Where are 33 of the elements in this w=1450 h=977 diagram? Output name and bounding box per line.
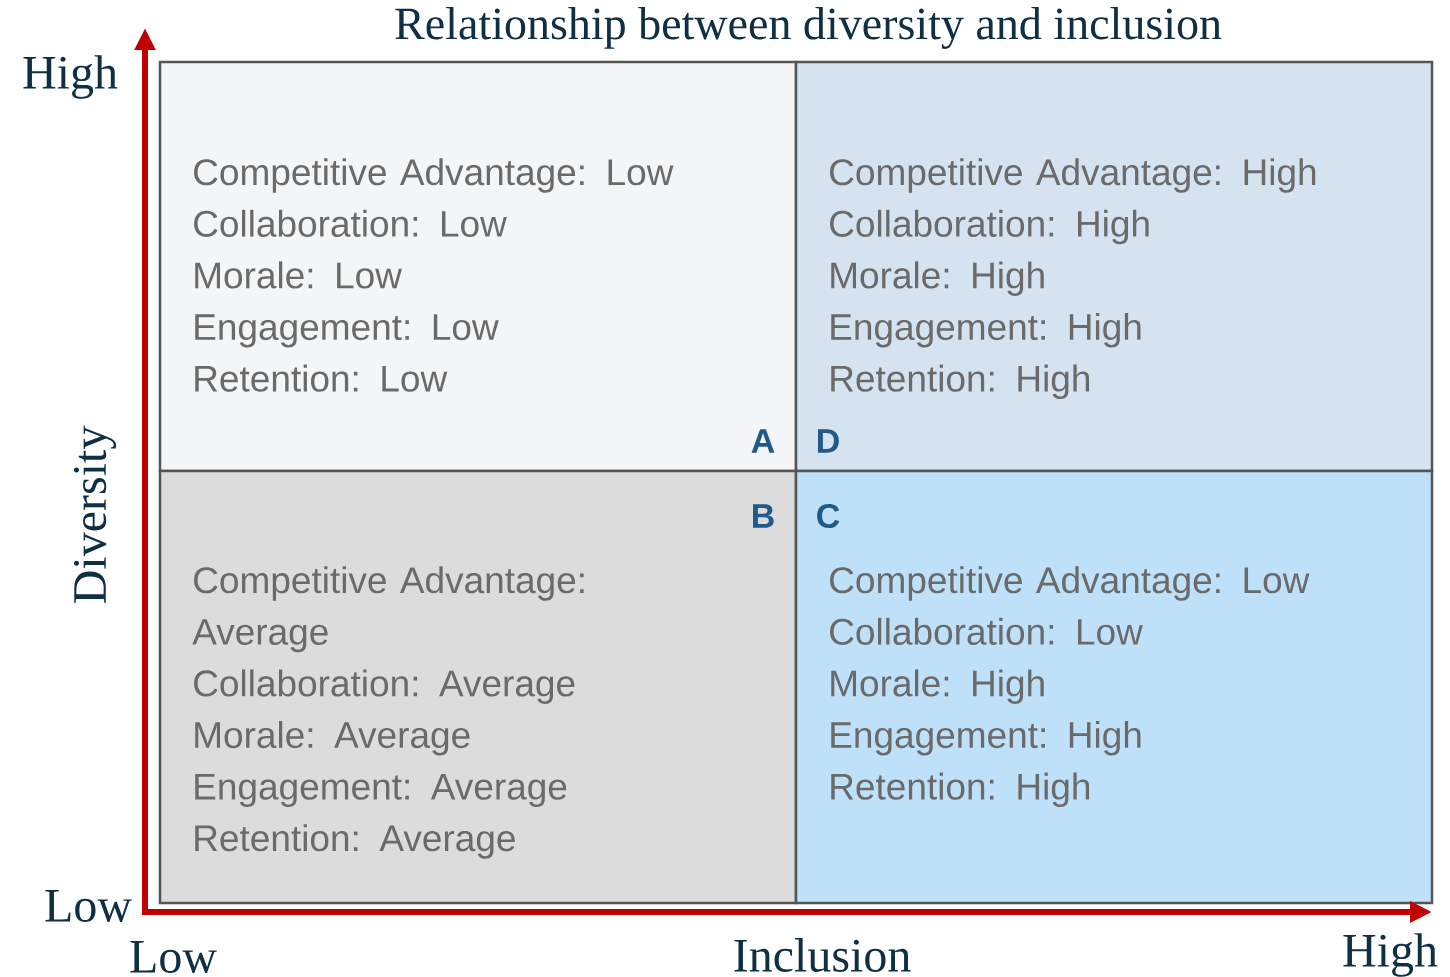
node-label: Competitive Advantage: High (830, 158, 1316, 193)
node-label: Engagement: High (831, 313, 1141, 348)
quadrant-letter: C (817, 503, 840, 529)
node-label: Collaboration: Average (194, 669, 575, 704)
node-label: Engagement: Low (195, 314, 499, 348)
node-label: Collaboration: Low (830, 617, 1143, 645)
node-label: Collaboration: Low (194, 209, 507, 237)
quadrant-text: Competitive Advantage: Low Collaboration: Low Morale: Low Engagement: Low Retention: Low (194, 158, 674, 392)
node-label: Collaboration: High (830, 209, 1149, 245)
quadrant-letter: B (753, 504, 774, 528)
node-label: Morale: High (831, 669, 1044, 704)
axis-end-label: Low (45, 890, 132, 922)
quadrant-text: Competitive Advantage: Average Collaboration: Average Morale: Average Engagement: Average Retention: Average (192, 566, 584, 859)
quadrant-letter: D (818, 429, 839, 453)
title: Relationship between diversity and inclusion (395, 7, 1222, 49)
axis-title: Diversity (73, 425, 117, 603)
node-label: Morale: High (831, 261, 1044, 296)
node-label: Morale: Low (195, 261, 403, 289)
node-label: Retention: High (831, 364, 1090, 400)
node-label: Competitive Advantage: Low (830, 566, 1310, 601)
axis-title: Inclusion (734, 938, 911, 972)
axis-end-label: Low (130, 941, 217, 973)
node-label: Engagement: High (831, 721, 1141, 756)
node-label: Retention: High (831, 772, 1090, 808)
quadrant-letter: A (751, 429, 775, 453)
node-label: Competitive Advantage: Average (192, 566, 584, 653)
quadrant-text: Competitive Advantage: Low Collaboration: Low Morale: High Engagement: High Retention: High (830, 566, 1310, 808)
node-label: Engagement: Average (195, 773, 567, 808)
node-label: Retention: Average (195, 824, 515, 859)
node-label: Morale: Average (195, 721, 470, 756)
node-label: Competitive Advantage: Low (194, 158, 674, 193)
quadrant-text: Competitive Advantage: High Collaboration: High Morale: High Engagement: High Retention: High (830, 158, 1316, 400)
node-label: Retention: Low (195, 364, 448, 392)
